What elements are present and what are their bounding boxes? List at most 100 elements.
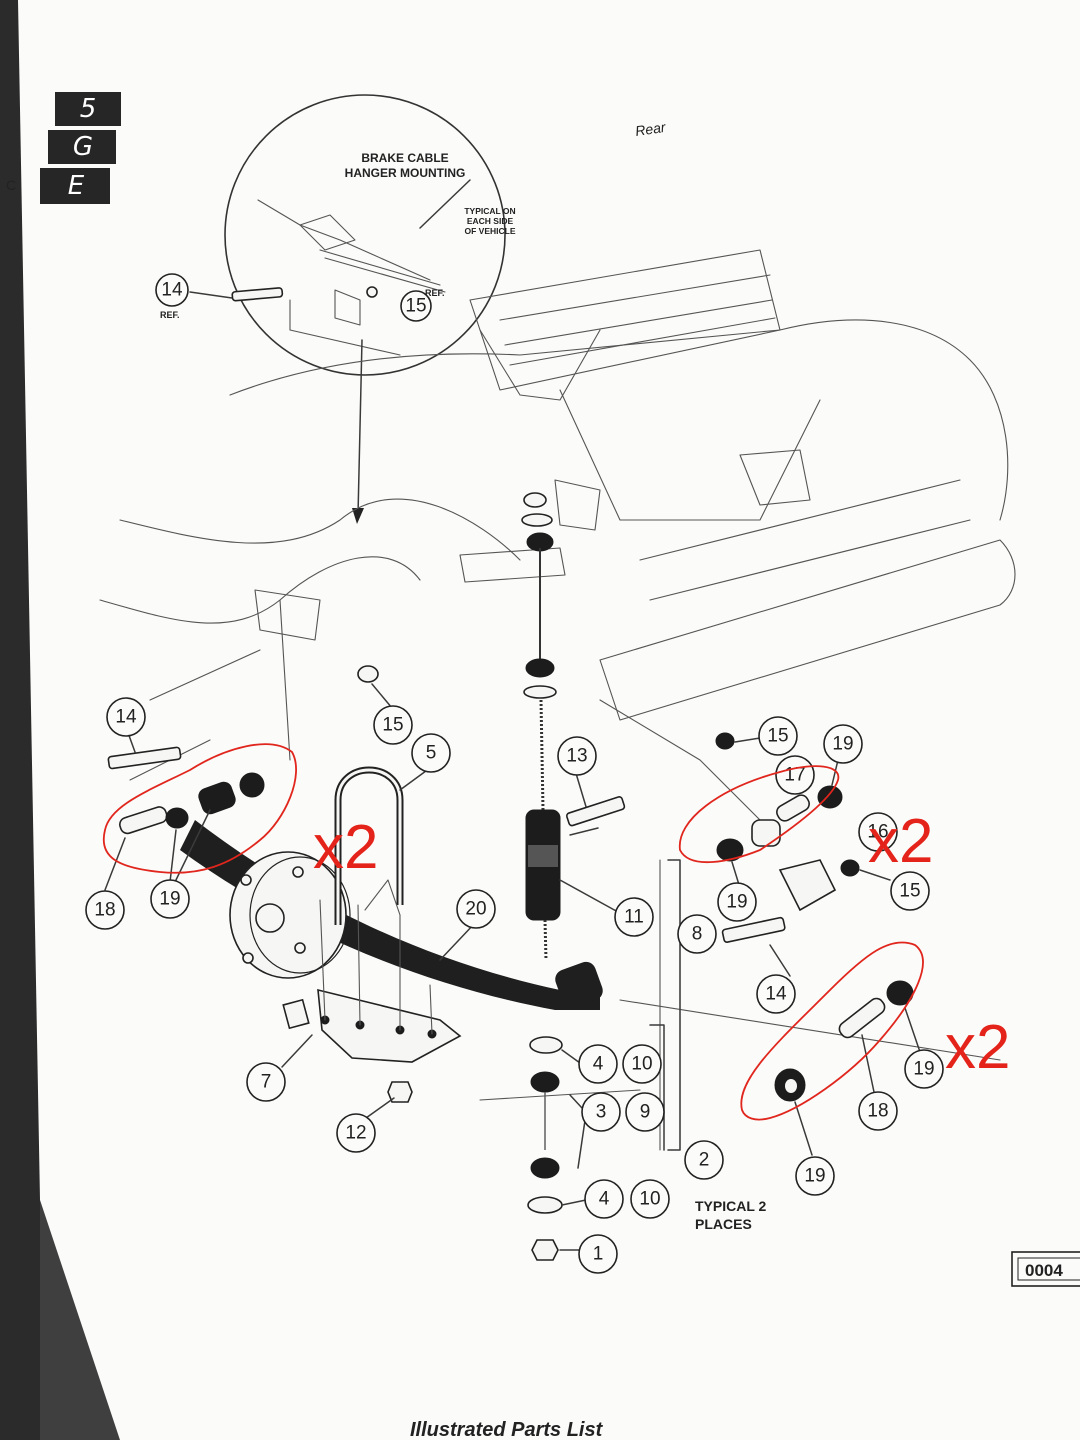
callout-5-circle (411, 733, 451, 773)
callout-10-bottom-circle (630, 1179, 670, 1219)
leader-20 (439, 922, 476, 961)
callout-15-right-top: 15 (767, 726, 788, 747)
callout-20-circle (456, 889, 496, 929)
wheel-hub (229, 851, 347, 979)
tab-g-box (48, 130, 116, 164)
tab-e: E (68, 171, 85, 201)
callout-18-right-circle (858, 1091, 898, 1131)
tab-5: 5 (80, 94, 97, 124)
inset-note-leader (419, 179, 471, 229)
ref-bolt-14 (231, 287, 284, 302)
shock-absorber-assembly (521, 492, 563, 1261)
callout-10-top-circle (622, 1044, 662, 1084)
callout-16-circle (858, 812, 898, 852)
lower-grommet-top (530, 1071, 560, 1093)
leader-13-bolt (569, 827, 599, 836)
bushing-19-right-top (817, 785, 843, 809)
callout-15-right-mid: 15 (899, 881, 920, 902)
tab-5-box (55, 92, 121, 126)
callout-9-circle (625, 1092, 665, 1132)
ref-callout-14: 14 (161, 280, 183, 301)
leader-4-bottom (561, 1199, 587, 1206)
red-loop-left (102, 743, 297, 874)
callout-3: 3 (596, 1102, 607, 1123)
shock-lower-stud (543, 919, 548, 961)
inset-title-line-1: BRAKE CABLE (361, 151, 448, 165)
leader-18-right (861, 1034, 875, 1093)
top-washer (521, 513, 553, 527)
bushing-19-right-mid (716, 838, 744, 862)
inset-brake-cable (319, 249, 446, 293)
rear-shackle-parts (715, 732, 914, 1102)
hub-flange (249, 856, 351, 974)
lug-stud-3 (294, 942, 306, 954)
left-hanger-bracket (254, 589, 321, 641)
edge-letter: C (6, 177, 16, 193)
floor-recess (559, 389, 821, 521)
deck-lines (639, 479, 971, 601)
callout-4-bottom: 4 (599, 1189, 610, 1210)
plate-tab (282, 998, 310, 1030)
bushing-19-left-c (239, 772, 265, 798)
seat-frame (479, 329, 601, 401)
figure-number: 0004 (1025, 1261, 1063, 1280)
u-bolt-highlight (336, 768, 402, 925)
callout-7-circle (246, 1062, 286, 1102)
lower-washer-top (529, 1036, 563, 1054)
leader-4-top (561, 1049, 581, 1064)
footer-title: Illustrated Parts List (410, 1419, 604, 1440)
bushing-19-right-bottom-hole (785, 1079, 797, 1093)
hub-center (255, 903, 285, 933)
typical-note-line-2: PLACES (695, 1216, 752, 1232)
callout-15-right-top-circle (758, 716, 798, 756)
inset-note-line-1: TYPICAL ON (464, 206, 515, 216)
top-shock-bracket (554, 479, 601, 531)
callout-4-top-circle (578, 1044, 618, 1084)
section-tabs: 5 G E (40, 92, 121, 204)
callout-12-circle (336, 1113, 376, 1153)
callout-8: 8 (692, 924, 703, 945)
callout-11-circle (614, 897, 654, 937)
callout-14-left-circle (106, 697, 146, 737)
spring-eye-bushing (555, 961, 603, 1009)
inset-callout-15-circle (400, 290, 432, 322)
callout-13-circle (557, 736, 597, 776)
x2-mark-right-bottom: x2 (945, 1013, 1010, 1082)
sleeve-18-left (119, 806, 168, 835)
shock-mount-plate (459, 547, 566, 583)
inset-title-line-2: HANGER MOUNTING (345, 166, 466, 180)
x2-mark-right-top: x2 (868, 807, 933, 876)
red-loop-right-bottom (740, 941, 924, 1121)
mid-washer (523, 685, 557, 699)
lug-stud-2 (292, 866, 304, 878)
bolt-14-left (107, 746, 182, 770)
inset-frame-line (257, 199, 431, 281)
callout-12: 12 (345, 1123, 366, 1144)
callout-4-bottom-circle (584, 1179, 624, 1219)
tab-e-box (40, 168, 110, 204)
nut-15-right-top (715, 732, 735, 750)
lug-stud-4 (242, 952, 254, 964)
callout-18-right: 18 (867, 1101, 888, 1122)
callout-18-left: 18 (94, 900, 115, 921)
callout-19-left: 19 (159, 889, 180, 910)
inset-nut (366, 286, 378, 298)
leader-lines (104, 683, 921, 1251)
callout-14-left: 14 (115, 707, 137, 728)
handwritten-rear-note: Rear (634, 119, 668, 139)
callout-2-circle (684, 1140, 724, 1180)
fender-curve-left (119, 498, 521, 561)
spring-pad (364, 879, 401, 916)
red-annotations: x2 x2 x2 (102, 743, 1010, 1121)
callout-14-right-circle (756, 974, 796, 1014)
mid-grommet (525, 658, 555, 678)
callout-15-right-mid-circle (890, 871, 930, 911)
sleeve-18-right (838, 997, 886, 1039)
callout-3-circle (581, 1092, 621, 1132)
bushing-19-left-a (165, 807, 189, 829)
callout-2: 2 (699, 1150, 710, 1171)
callout-16: 16 (867, 822, 888, 843)
callout-15-left-circle (373, 705, 413, 745)
